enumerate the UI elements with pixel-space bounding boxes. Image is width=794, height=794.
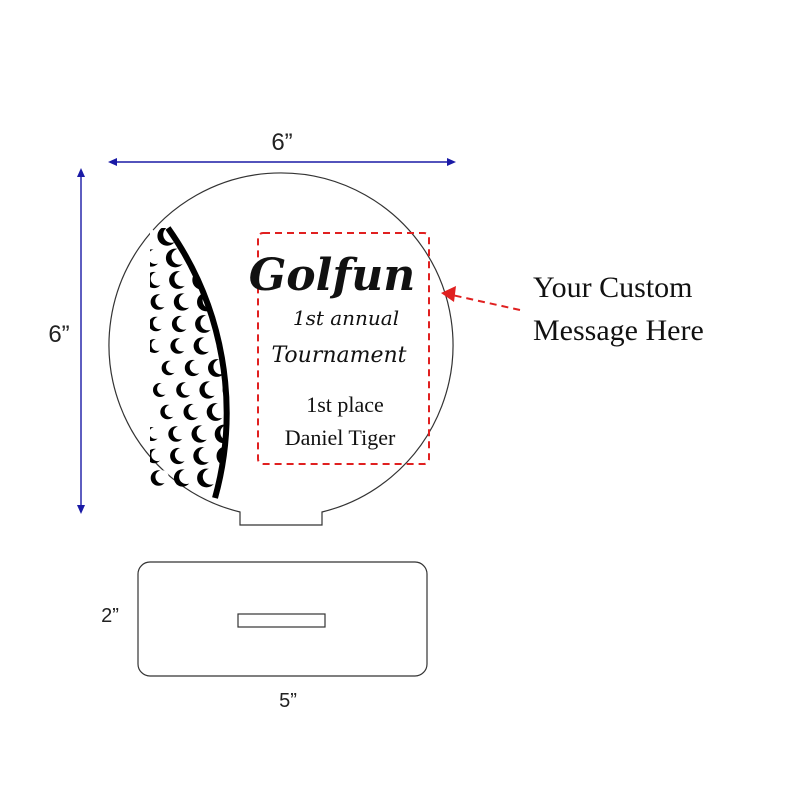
golf-ball-dimple-highlight: [127, 273, 139, 285]
golf-ball-dimple-highlight: [173, 426, 187, 440]
golf-ball-dimple-highlight: [180, 382, 195, 396]
golf-ball-dimple-highlight: [228, 381, 244, 397]
base-height-label: 2”: [101, 605, 119, 627]
golf-ball-dimple: [230, 402, 249, 421]
golf-ball-dimple: [126, 318, 139, 331]
golf-ball-dimple: [114, 406, 125, 417]
golf-ball-dimple-highlight: [204, 381, 220, 397]
golf-ball-dimple: [128, 471, 142, 485]
golf-ball-icon: [111, 226, 254, 499]
golf-ball-dimple-highlight: [119, 362, 129, 372]
width-label: 6”: [271, 129, 292, 156]
golf-ball-dimple: [231, 358, 250, 377]
stand-slot: [237, 613, 326, 628]
golf-ball-dimple-highlight: [196, 425, 212, 441]
height-dimension-arrow: [77, 168, 85, 514]
golf-ball-dimple: [124, 340, 136, 352]
golf-ball-dimple-highlight: [150, 249, 163, 265]
golf-ball-dimple-highlight: [128, 340, 139, 351]
golf-ball-dimple-highlight: [150, 271, 165, 286]
golf-ball-dimple-highlight: [188, 403, 203, 418]
golf-ball-dimple-highlight: [164, 404, 178, 418]
golf-ball-dimple-highlight: [150, 228, 155, 243]
golf-ball-dimple-highlight: [224, 314, 227, 331]
width-dimension-arrow: [108, 158, 456, 166]
height-label: 6”: [48, 321, 69, 348]
golf-ball-dimple-highlight: [132, 295, 144, 307]
golf-ball-dimple: [111, 228, 127, 244]
golf-ball-dimple-highlight: [189, 359, 204, 374]
golf-ball-dimple-highlight: [212, 403, 227, 419]
golf-ball-dimple-highlight: [222, 336, 227, 353]
golf-ball-dimple-highlight: [150, 426, 162, 439]
stand-base: [137, 561, 428, 677]
golf-ball-dimple: [130, 384, 142, 396]
golf-ball-dimple: [124, 450, 137, 463]
plaque-line-1: 1st annual: [293, 306, 399, 330]
golf-ball-dimple-highlight: [116, 228, 130, 242]
custom-message-box: [257, 232, 430, 465]
base-width-label: 5”: [279, 690, 297, 712]
golf-ball-dimple: [123, 273, 138, 288]
golf-ball-dimple-highlight: [129, 317, 140, 328]
golf-ball-dimple: [218, 314, 227, 334]
golf-ball-dimple-highlight: [155, 470, 169, 484]
golf-ball-dimple-highlight: [236, 402, 253, 419]
golf-ball-dimple-highlight: [237, 358, 254, 375]
plaque-line-4: Daniel Tiger: [285, 425, 396, 450]
golf-ball-dimple-highlight: [128, 449, 139, 460]
golf-ball-dimple-highlight: [166, 360, 179, 374]
golf-ball-dimple-highlight: [134, 384, 145, 395]
golf-ball-dimple-highlight: [155, 294, 169, 308]
golf-ball-dimple: [122, 428, 134, 440]
golf-ball-dimple: [150, 361, 152, 375]
plaque-line-2: Tournament: [271, 343, 406, 368]
plaque-outline: [108, 172, 454, 526]
plaque-brand: Golfun: [249, 250, 416, 301]
callout-arrow: [441, 286, 521, 311]
golf-ball-dimple-highlight: [151, 448, 164, 462]
golf-ball-dimple-highlight: [178, 293, 194, 309]
golf-ball-dimple-highlight: [176, 315, 191, 330]
golf-ball-dimple-highlight: [174, 271, 190, 287]
golf-ball-dimple-highlight: [153, 316, 166, 330]
golf-ball-dimple-highlight: [198, 337, 214, 353]
callout-line-1: Your Custom: [533, 271, 693, 304]
golf-ball-dimple-highlight: [202, 468, 219, 485]
golf-ball-dimple-highlight: [198, 447, 214, 463]
plaque-line-3: 1st place: [306, 392, 384, 417]
golf-ball-dimple-highlight: [132, 471, 144, 483]
golf-ball-dimple: [150, 405, 151, 419]
golf-ball-dimple-highlight: [174, 447, 189, 462]
golf-ball-dimple-highlight: [151, 338, 164, 351]
golf-ball-dimple: [127, 295, 141, 309]
golf-ball-dimple-highlight: [157, 382, 170, 395]
callout-line-2: Message Here: [533, 314, 704, 347]
golf-ball-dimple: [115, 362, 126, 373]
golf-ball-dimple-highlight: [179, 469, 194, 485]
golf-ball-dimple-highlight: [150, 361, 154, 373]
golf-ball-dimple-highlight: [150, 405, 153, 417]
golf-ball-dimple-highlight: [175, 338, 189, 352]
